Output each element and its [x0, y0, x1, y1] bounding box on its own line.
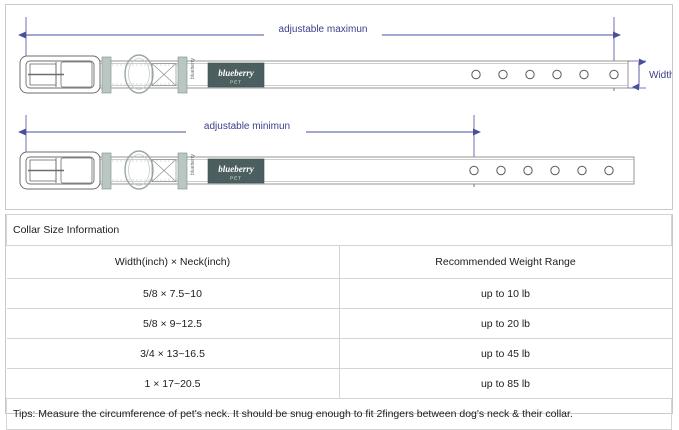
top-d-ring: [124, 54, 154, 94]
top-brand-patch: blueberry PET: [207, 62, 265, 88]
size-cell: 1 × 17~20.5: [6, 368, 340, 399]
size-cell: 5/8 × 9~12.5: [6, 308, 340, 339]
table-row: 5/8 × 7.5~10 up to 10 lb: [6, 278, 672, 309]
collar-diagram-svg: adjustable maximun: [18, 17, 672, 190]
collar-size-table: Collar Size Information Width(inch) × Ne…: [6, 214, 672, 430]
bottom-brand-sub: PET: [230, 176, 242, 181]
top-hole-2: [498, 69, 508, 80]
table-row: 3/4 × 13~16.5 up to 45 lb: [6, 338, 672, 369]
width-label: Width: [649, 70, 672, 81]
bottom-keeper-loop-1: [101, 152, 112, 190]
bottom-d-ring: [124, 150, 154, 190]
bottom-hole-4: [550, 165, 560, 176]
weight-cell: up to 10 lb: [338, 278, 672, 309]
table-tips-row: Tips: Measure the circumference of pet's…: [6, 398, 672, 430]
table-row: 1 × 17~20.5 up to 85 lb: [6, 368, 672, 399]
weight-cell: up to 85 lb: [338, 368, 672, 399]
top-brand-name: blueberry: [218, 68, 255, 78]
bottom-keeper-loop-2: [177, 152, 188, 190]
weight-cell: up to 20 lb: [338, 308, 672, 339]
adjustable-minimum-label: adjustable minimun: [204, 121, 290, 132]
adjustable-maximum-label: adjustable maximun: [279, 24, 368, 35]
collar-size-table-panel: Collar Size Information Width(inch) × Ne…: [5, 214, 673, 430]
top-buckle: [19, 55, 101, 94]
top-keeper-loop-2: [177, 56, 188, 94]
bottom-hole-1: [469, 165, 479, 176]
bottom-strap-holes: [469, 165, 614, 176]
bottom-webbing-text: blueberry: [190, 154, 196, 175]
bottom-buckle: [19, 151, 101, 190]
bottom-hole-2: [496, 165, 506, 176]
bottom-brand-name: blueberry: [218, 164, 255, 174]
table-title-row: Collar Size Information: [6, 214, 672, 246]
top-hole-4: [552, 69, 562, 80]
bottom-hole-6: [604, 165, 614, 176]
top-hole-6: [609, 69, 619, 80]
top-stitch-panel: [112, 63, 178, 86]
top-hole-3: [525, 69, 535, 80]
bottom-hole-3: [523, 165, 533, 176]
collar-diagram-panel: adjustable maximun: [5, 4, 673, 210]
size-cell: 3/4 × 13~16.5: [6, 338, 340, 369]
top-hole-1: [471, 69, 481, 80]
collar-size-chart-page: adjustable maximun: [5, 4, 673, 430]
bottom-brand-patch: blueberry PET: [207, 158, 265, 184]
table-row: 5/8 × 9~12.5 up to 20 lb: [6, 308, 672, 339]
header-weight-range: Recommended Weight Range: [338, 245, 672, 279]
bottom-stitch-panel: [112, 159, 178, 182]
width-dimension: [628, 58, 646, 91]
tips-text: Tips: Measure the circumference of pet's…: [6, 398, 672, 430]
bottom-hole-5: [577, 165, 587, 176]
weight-cell: up to 45 lb: [338, 338, 672, 369]
top-keeper-loop-1: [101, 56, 112, 94]
header-width-neck: Width(inch) × Neck(inch): [6, 245, 340, 279]
top-webbing-text: blueberry: [190, 58, 196, 79]
top-strap-holes: [471, 69, 619, 80]
table-title: Collar Size Information: [6, 214, 672, 246]
table-header-row: Width(inch) × Neck(inch) Recommended Wei…: [6, 245, 672, 279]
top-brand-sub: PET: [230, 80, 242, 85]
size-cell: 5/8 × 7.5~10: [6, 278, 340, 309]
top-hole-5: [579, 69, 589, 80]
